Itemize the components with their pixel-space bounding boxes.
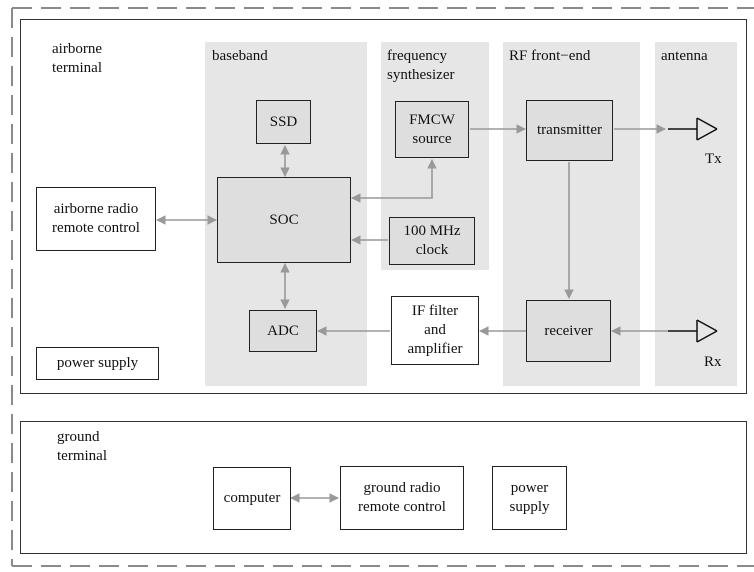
- rx-label: Rx: [704, 354, 722, 370]
- computer-block: computer: [213, 467, 291, 530]
- soc-block: SOC: [217, 177, 351, 263]
- receiver-block: receiver: [526, 300, 611, 362]
- frequency-synthesizer-header: frequency synthesizer: [387, 48, 455, 83]
- adc-block: ADC: [249, 310, 317, 352]
- antenna-column: [655, 42, 737, 386]
- rx-antenna-icon: [668, 319, 718, 343]
- fmcw-source-block: FMCW source: [395, 101, 469, 158]
- ground-terminal-title: ground terminal: [57, 429, 107, 464]
- antenna-header: antenna: [661, 48, 708, 64]
- transmitter-block: transmitter: [526, 100, 613, 161]
- ground-terminal-frame: [20, 421, 747, 554]
- airborne-power-supply-block: power supply: [36, 347, 159, 380]
- airborne-terminal-frame: [20, 19, 747, 394]
- airborne-radio-remote-control-block: airborne radio remote control: [36, 187, 156, 251]
- baseband-header: baseband: [212, 48, 268, 64]
- clock-block: 100 MHz clock: [389, 217, 475, 265]
- ssd-block: SSD: [256, 100, 311, 144]
- ground-radio-remote-control-block: ground radio remote control: [340, 466, 464, 530]
- airborne-terminal-title: airborne terminal: [52, 41, 102, 76]
- tx-antenna-icon: [668, 117, 718, 141]
- rf-front-end-header: RF front−end: [509, 48, 591, 64]
- tx-label: Tx: [705, 151, 722, 167]
- if-filter-amplifier-block: IF filter and amplifier: [391, 296, 479, 365]
- ground-power-supply-block: power supply: [492, 466, 567, 530]
- arrow-soc-fmcw: [351, 159, 437, 203]
